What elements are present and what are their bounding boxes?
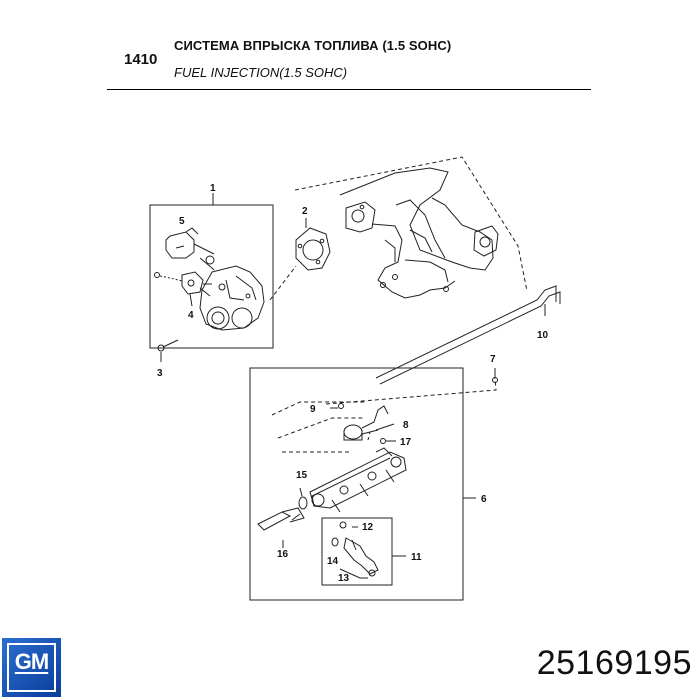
callout-12: 12 xyxy=(362,522,374,533)
intake-manifold xyxy=(294,156,528,299)
vacuum-hose xyxy=(375,285,561,385)
fuel-rail xyxy=(309,447,407,513)
rail-bolt xyxy=(492,368,498,383)
callout-13: 13 xyxy=(338,573,350,584)
fuel-rail-group-frame xyxy=(249,367,464,601)
callout-4: 4 xyxy=(188,310,194,321)
callout-8: 8 xyxy=(403,420,409,431)
callout-14: 14 xyxy=(327,556,339,567)
part-number: 25169195 xyxy=(536,644,692,682)
throttle-position-sensor xyxy=(154,271,212,307)
callout-11: 11 xyxy=(411,552,422,563)
callout-6: 6 xyxy=(481,494,487,505)
callout-9: 9 xyxy=(310,404,316,415)
callout-2: 2 xyxy=(302,206,308,217)
idle-air-control-valve xyxy=(165,227,215,271)
title-russian: СИСТЕМА ВПРЫСКА ТОПЛИВА (1.5 SOHC) xyxy=(174,38,452,53)
callout-5: 5 xyxy=(179,216,185,227)
injector-group-frame xyxy=(321,517,393,586)
throttle-body xyxy=(199,265,265,331)
header-divider xyxy=(107,89,591,90)
fuel-inlet-pipe xyxy=(257,487,308,548)
callout-1: 1 xyxy=(210,183,216,194)
section-code: 1410 xyxy=(124,51,158,68)
gm-logo: GM xyxy=(2,638,61,697)
callout-15: 15 xyxy=(296,470,308,481)
throttle-body-group-frame xyxy=(149,204,274,349)
title-english: FUEL INJECTION(1.5 SOHC) xyxy=(174,65,348,80)
callout-16: 16 xyxy=(277,549,289,560)
callout-3: 3 xyxy=(157,368,163,379)
throttle-body-gasket xyxy=(269,218,331,301)
callout-10: 10 xyxy=(537,330,549,341)
fuel-pressure-regulator xyxy=(271,401,396,453)
fuel-injector xyxy=(331,521,379,579)
gm-logo-text: GM xyxy=(14,649,49,674)
callout-17: 17 xyxy=(400,437,412,448)
mounting-bolt xyxy=(157,339,179,362)
callout-7: 7 xyxy=(490,354,496,365)
